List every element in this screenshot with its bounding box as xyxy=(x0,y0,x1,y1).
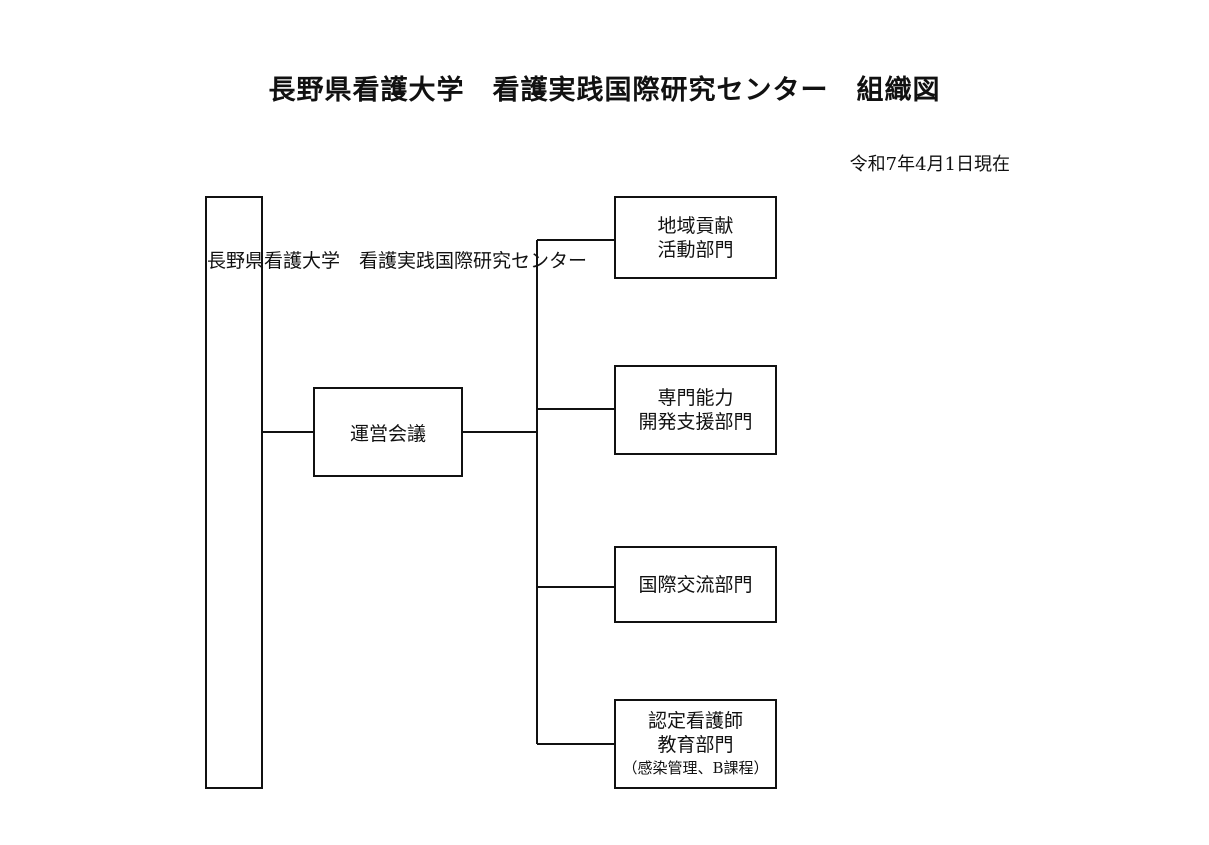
dept-international-exchange-box: 国際交流部門 xyxy=(614,546,777,623)
dept-label-line: 地域貢献 xyxy=(657,214,734,237)
dept-label-line: 認定看護師 xyxy=(647,710,743,732)
dept-professional-development-box: 専門能力 開発支援部門 xyxy=(614,365,777,455)
steering-committee-box: 運営会議 xyxy=(313,387,463,477)
dept-label-line: 開発支援部門 xyxy=(638,411,753,433)
dept-label-line: 教育部門 xyxy=(657,734,734,756)
steering-committee-label: 運営会議 xyxy=(349,422,426,445)
as-of-date: 令和7年4月1日現在 xyxy=(849,154,1010,175)
dept-certified-nurse-education-box: 認定看護師 教育部門 （感染管理、B課程） xyxy=(614,699,777,789)
dept-label-line: 活動部門 xyxy=(657,238,734,261)
university-center-label: 長野県看護大学 看護実践国際研究センター xyxy=(207,250,588,272)
dept-community-contribution-box: 地域貢献 活動部門 xyxy=(614,196,777,279)
university-center-box: 長野県看護大学 看護実践国際研究センター xyxy=(205,196,588,789)
dept-note: （感染管理、B課程） xyxy=(622,759,769,777)
dept-label-line: 専門能力 xyxy=(657,387,734,409)
page-title: 長野県看護大学 看護実践国際研究センター 組織図 xyxy=(268,75,941,106)
dept-label-line: 国際交流部門 xyxy=(638,573,753,596)
